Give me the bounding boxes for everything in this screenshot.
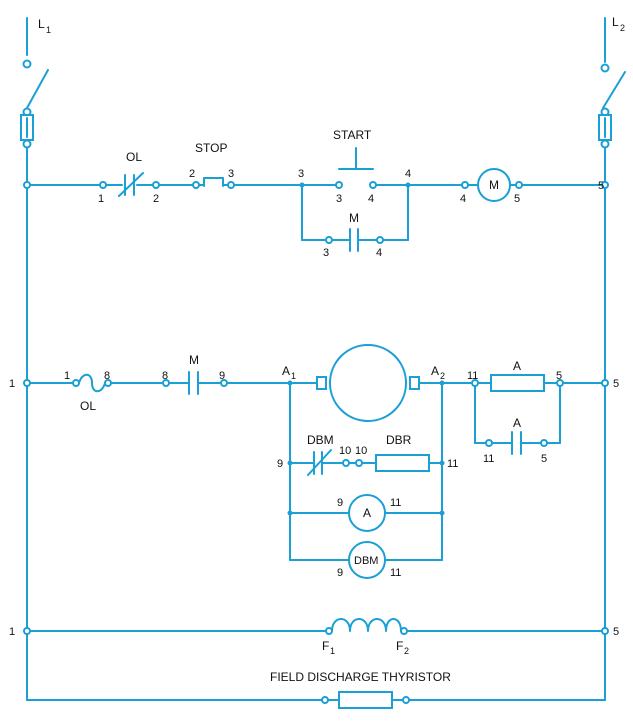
node-label: 1 [64, 370, 70, 382]
node-label: 4 [368, 193, 374, 205]
node-label: 11 [447, 458, 458, 470]
node-label: 11 [390, 567, 401, 579]
a-contact-label: A [513, 416, 521, 430]
overload-fuse-label: OL [80, 399, 96, 413]
armature-terminal-a1-sub: 1 [291, 371, 296, 381]
node-label: 3 [323, 247, 329, 259]
field-terminal-f2-sub: 2 [404, 646, 409, 656]
node-label: 11 [390, 497, 401, 509]
control-rung [23, 147, 609, 252]
field-discharge-thyristor-label: FIELD DISCHARGE THYRISTOR [270, 670, 451, 684]
a-relay-coil-label: A [513, 359, 521, 373]
node-label: 3 [336, 193, 342, 205]
l1-label: L [38, 17, 45, 31]
node-label: 4 [376, 247, 382, 259]
m-main-contact-label: M [189, 353, 199, 367]
node-label: 11 [483, 453, 494, 465]
m-holding-contact-label: M [349, 211, 359, 225]
node-label: 4 [460, 193, 466, 205]
armature-rung [23, 344, 609, 579]
thyristor-rung [26, 691, 606, 709]
dbm-contact-label: DBM [307, 433, 334, 447]
l2-subscript: 2 [620, 23, 625, 33]
node-label: 5 [598, 180, 604, 192]
node-label: 9 [219, 370, 225, 382]
line-l2 [598, 17, 626, 701]
node-label: 9 [337, 567, 343, 579]
field-terminal-f1: F [322, 639, 329, 653]
armature-terminal-a2-sub: 2 [440, 371, 445, 381]
node-label: 1 [98, 193, 104, 205]
node-label: 8 [104, 370, 110, 382]
node-label: 5 [556, 370, 562, 382]
node-label: 5 [514, 193, 520, 205]
stop-button-label: STOP [195, 141, 227, 155]
armature-terminal-a2: A [431, 364, 439, 378]
node-label: 1 [9, 378, 15, 390]
node-label: 10 [339, 445, 351, 457]
node-label: 2 [189, 168, 195, 180]
l1-subscript: 1 [46, 25, 51, 35]
dbm-coil-label: DBM [354, 555, 378, 567]
armature-terminal-a1: A [282, 364, 290, 378]
start-button-label: START [333, 128, 372, 142]
field-rung [23, 618, 609, 635]
node-label: 2 [153, 193, 159, 205]
motor-starter-coil-label: M [489, 178, 499, 192]
node-label: 5 [613, 378, 619, 390]
node-label: 5 [541, 453, 547, 465]
node-label: 4 [405, 168, 411, 180]
l2-label: L [612, 15, 619, 29]
dbr-resistor-label: DBR [386, 433, 412, 447]
ol-contact-label: OL [126, 150, 142, 164]
node-label: 3 [298, 168, 304, 180]
node-label: 8 [162, 370, 168, 382]
a-relay-meter-label: A [363, 506, 371, 520]
node-label: 5 [613, 626, 619, 638]
node-label: 3 [228, 168, 234, 180]
node-label: 9 [337, 497, 343, 509]
node-label: 9 [277, 458, 283, 470]
line-l1 [20, 17, 49, 701]
field-terminal-f1-sub: 1 [330, 646, 335, 656]
field-terminal-f2: F [396, 639, 403, 653]
node-label: 11 [467, 370, 478, 382]
node-label: 10 [355, 445, 367, 457]
node-label: 1 [9, 626, 15, 638]
